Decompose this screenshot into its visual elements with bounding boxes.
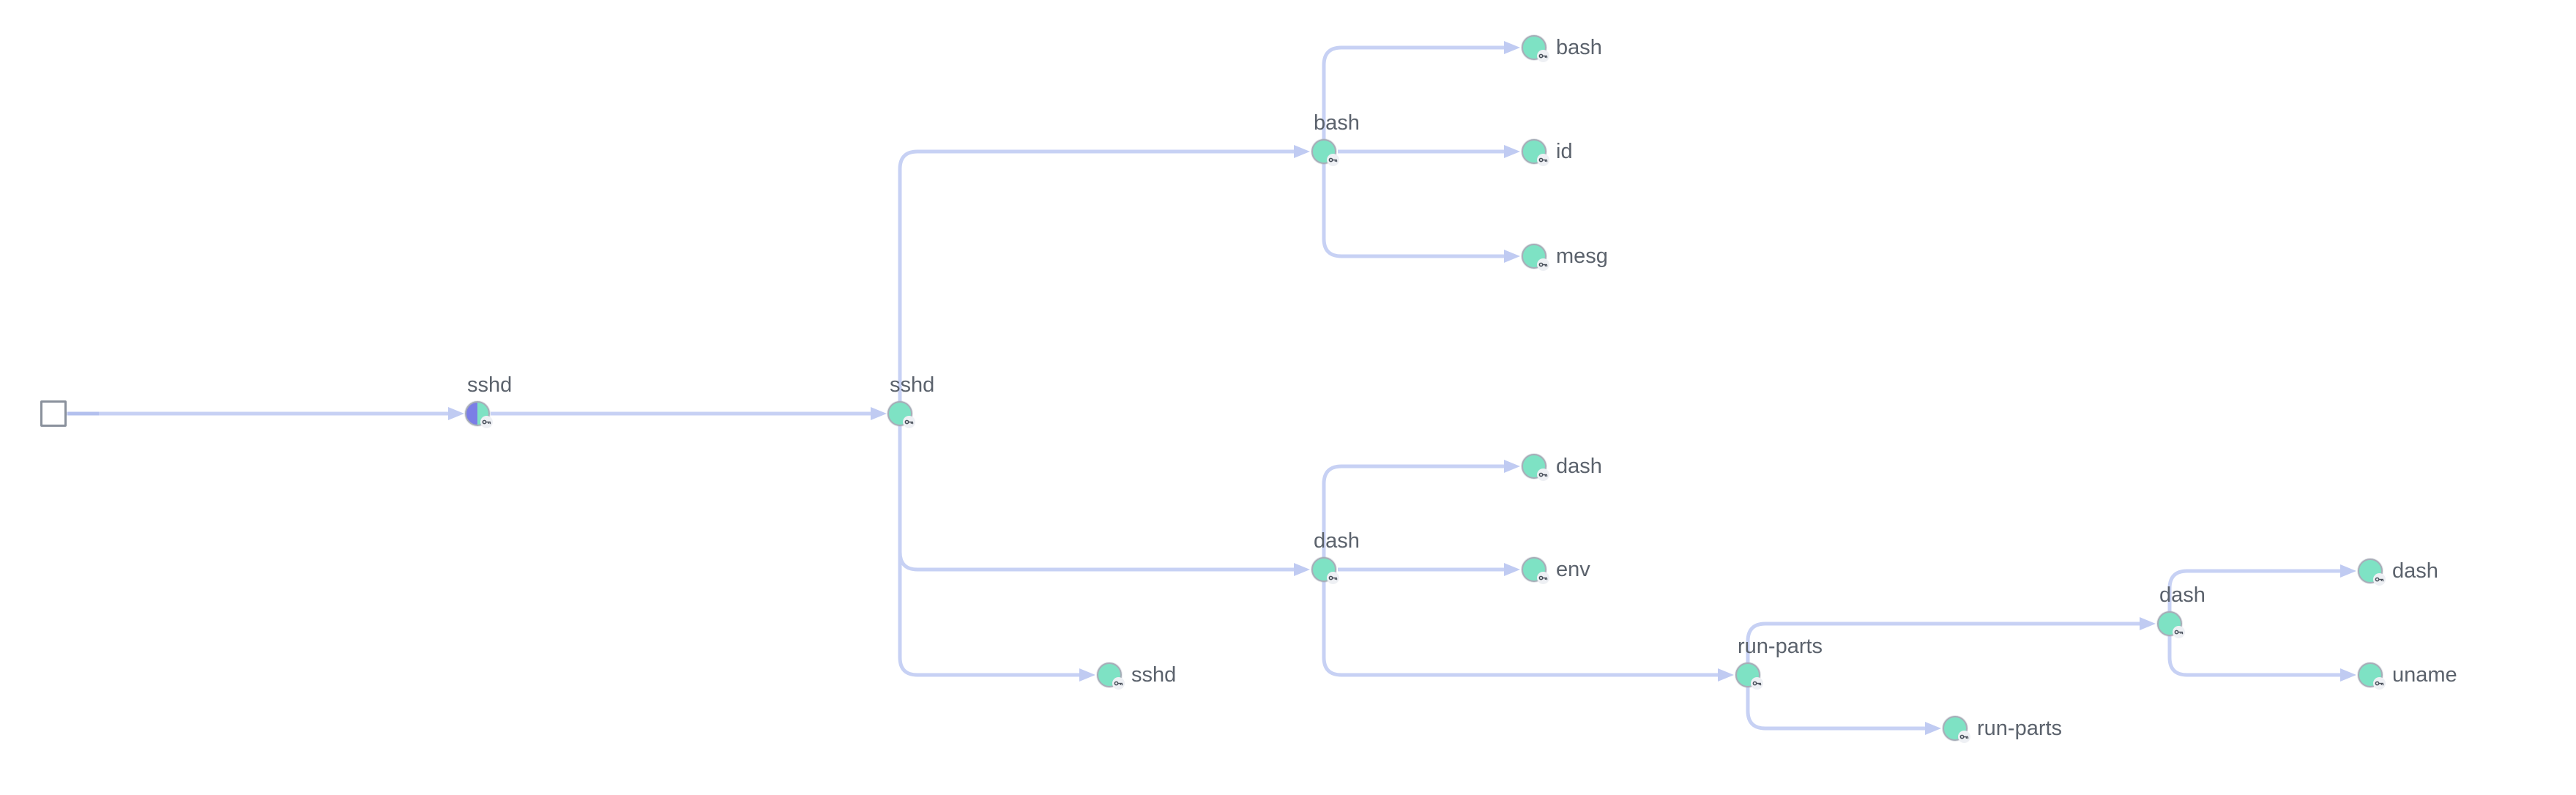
process-node-id[interactable]: id bbox=[1522, 139, 1573, 166]
arrowhead-icon bbox=[2340, 564, 2356, 578]
process-label: sshd bbox=[467, 373, 513, 397]
arrowhead-icon bbox=[1294, 563, 1310, 576]
process-node-sshd-child[interactable]: sshd bbox=[887, 373, 934, 428]
arrowhead-icon bbox=[2140, 617, 2156, 630]
process-circle-icon bbox=[1311, 557, 1339, 584]
key-icon bbox=[1112, 677, 1125, 690]
process-node-dash-2[interactable]: dash bbox=[2157, 583, 2205, 638]
edge-bash-to-mesg bbox=[1322, 152, 1504, 258]
process-circle-icon bbox=[887, 401, 915, 428]
process-node-bash-leaf[interactable]: bash bbox=[1522, 35, 1602, 62]
process-label: uname bbox=[2392, 663, 2457, 687]
edge-sshd-child-to-dash bbox=[898, 551, 1294, 572]
arrowhead-icon bbox=[1504, 41, 1520, 54]
process-circle-icon bbox=[1522, 35, 1549, 62]
process-label: bash bbox=[1314, 111, 1360, 135]
key-icon bbox=[1537, 258, 1549, 271]
process-node-mesg[interactable]: mesg bbox=[1522, 244, 1608, 271]
key-icon bbox=[2173, 626, 2185, 638]
process-circle-icon bbox=[1522, 454, 1549, 481]
process-label: dash bbox=[1556, 455, 1602, 478]
process-label: run-parts bbox=[1738, 635, 1823, 658]
process-node-dash-leaf[interactable]: dash bbox=[1522, 454, 1602, 481]
process-circle-icon bbox=[1943, 716, 1970, 743]
arrowhead-icon bbox=[1925, 722, 1941, 735]
key-icon bbox=[1327, 572, 1339, 584]
process-circle-icon bbox=[1735, 662, 1763, 690]
edge-run-parts-to-run-parts-leaf bbox=[1746, 675, 1925, 731]
process-circle-icon bbox=[1522, 139, 1549, 166]
process-node-dash-2-leaf[interactable]: dash bbox=[2358, 559, 2438, 586]
process-label: sshd bbox=[1131, 663, 1177, 687]
edge-run-parts-to-dash-2 bbox=[1746, 622, 2140, 675]
key-icon bbox=[903, 416, 915, 428]
key-icon bbox=[1327, 154, 1339, 166]
key-icon bbox=[1537, 50, 1549, 62]
process-label: mesg bbox=[1556, 245, 1608, 268]
process-label: dash bbox=[2392, 559, 2438, 583]
arrowhead-icon bbox=[2340, 668, 2356, 682]
key-icon bbox=[1751, 677, 1763, 690]
process-node-dash[interactable]: dash bbox=[1311, 529, 1360, 584]
arrowhead-icon bbox=[1504, 145, 1520, 158]
process-circle-icon bbox=[2358, 662, 2386, 690]
arrowhead-icon bbox=[1504, 563, 1520, 576]
edge-bash-to-bash-leaf bbox=[1322, 45, 1504, 152]
arrowhead-icon bbox=[1504, 460, 1520, 473]
key-icon bbox=[2373, 573, 2386, 586]
process-node-uname[interactable]: uname bbox=[2358, 662, 2457, 690]
process-node-sshd-session[interactable]: sshd bbox=[465, 373, 512, 428]
process-circle-icon bbox=[2358, 559, 2386, 586]
process-label: bash bbox=[1556, 36, 1602, 59]
arrowhead-icon bbox=[1504, 250, 1520, 263]
origin-square-icon[interactable] bbox=[40, 400, 67, 427]
edge-sshd-child-to-sshd-leaf bbox=[898, 414, 1079, 677]
edge-dash-to-dash-leaf bbox=[1322, 464, 1504, 570]
edge-sshd-child-to-bash bbox=[898, 149, 1294, 570]
arrowhead-icon bbox=[1718, 668, 1734, 682]
key-icon bbox=[1537, 572, 1549, 584]
key-icon bbox=[1537, 154, 1549, 166]
key-icon bbox=[2373, 677, 2386, 690]
process-label: dash bbox=[2159, 583, 2205, 607]
edge-dash-2-to-dash-2-leaf bbox=[2167, 569, 2340, 624]
key-icon bbox=[1958, 731, 1970, 743]
process-node-sshd-leaf[interactable]: sshd bbox=[1097, 662, 1176, 690]
process-node-bash[interactable]: bash bbox=[1311, 111, 1360, 166]
arrowhead-icon bbox=[1294, 145, 1310, 158]
key-icon bbox=[480, 416, 493, 428]
edge-dash-2-to-uname bbox=[2167, 624, 2340, 677]
process-label: sshd bbox=[890, 373, 935, 397]
process-label: dash bbox=[1314, 529, 1360, 553]
process-label: env bbox=[1556, 558, 1590, 581]
arrowhead-icon bbox=[871, 407, 887, 420]
process-circle-icon bbox=[2157, 611, 2185, 638]
process-label: run-parts bbox=[1977, 717, 2063, 740]
process-node-run-parts[interactable]: run-parts bbox=[1735, 635, 1823, 690]
process-node-run-parts-leaf[interactable]: run-parts bbox=[1943, 716, 2062, 743]
process-label: id bbox=[1556, 140, 1573, 163]
process-circle-icon bbox=[1097, 662, 1125, 690]
process-circle-icon bbox=[465, 401, 493, 428]
edge-dash-to-run-parts bbox=[1322, 570, 1718, 677]
process-circle-icon bbox=[1522, 557, 1549, 584]
arrowhead-icon bbox=[448, 407, 464, 420]
process-node-env[interactable]: env bbox=[1522, 557, 1590, 584]
arrowhead-icon bbox=[1079, 668, 1095, 682]
process-circle-icon bbox=[1311, 139, 1339, 166]
process-circle-icon bbox=[1522, 244, 1549, 271]
key-icon bbox=[1537, 469, 1549, 481]
